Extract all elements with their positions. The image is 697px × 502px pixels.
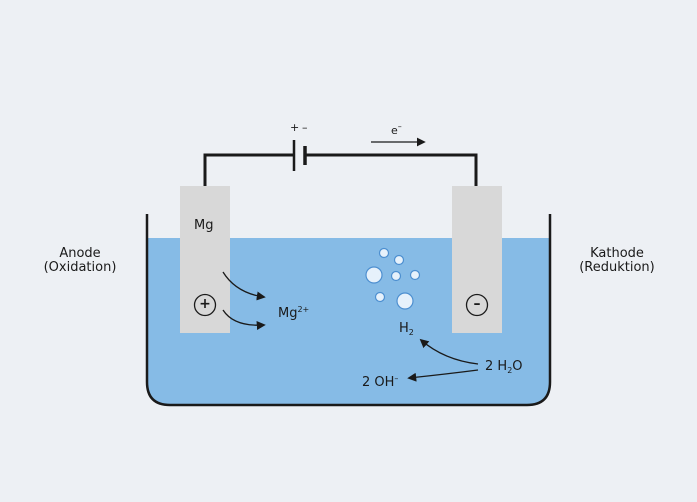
anode-label: Anode (Oxidation) <box>25 247 135 275</box>
bubble <box>393 254 405 266</box>
wire <box>203 153 478 186</box>
hydrogen-label: H2 <box>399 322 414 340</box>
water-coefficient: 2 H <box>485 359 508 374</box>
anode-title: Anode <box>59 246 101 261</box>
container <box>145 214 552 407</box>
anode-electrode <box>180 186 230 333</box>
water-to-hydroxide-arrow <box>407 369 479 382</box>
water-subscript: 2 <box>507 366 513 375</box>
hydrogen-subscript: 2 <box>408 328 414 337</box>
hydrogen-symbol: H <box>399 321 409 336</box>
cathode-minus-icon <box>465 293 489 317</box>
magnesium-ion-label: Mg2+ <box>278 303 309 321</box>
bubble <box>365 266 383 284</box>
anode-sign: + <box>199 296 211 312</box>
hydroxide-symbol: 2 OH <box>362 375 395 390</box>
bubble <box>378 247 390 259</box>
electron-symbol: e <box>391 124 398 137</box>
electrolyte <box>147 238 550 405</box>
ion-charge: 2+ <box>297 305 310 314</box>
hydroxide-label: 2 OH– <box>362 372 398 390</box>
water-to-hydrogen-arrow <box>419 338 479 365</box>
ion-symbol: Mg <box>278 306 298 321</box>
cathode-label: Kathode (Reduktion) <box>562 247 672 275</box>
cathode-sign: – <box>473 296 481 312</box>
water-label: 2 H2O <box>485 360 523 378</box>
battery-negative-label: – <box>302 121 308 134</box>
anode-process: (Oxidation) <box>43 260 117 275</box>
battery-positive-label: + <box>290 121 300 134</box>
electrode-metal-label: Mg <box>194 218 214 233</box>
ion-release-arrow-upper <box>222 271 266 301</box>
cathode-electrode <box>452 186 502 333</box>
anode-plus-icon <box>193 293 217 317</box>
water-oxygen: O <box>512 359 523 374</box>
cathode-title: Kathode <box>590 246 644 261</box>
bubble <box>409 269 421 281</box>
electron-label: e– <box>391 120 402 138</box>
cathode-process: (Reduktion) <box>579 260 655 275</box>
hydrogen-bubbles <box>365 247 421 310</box>
hydroxide-charge: – <box>394 374 399 383</box>
ion-release-arrow-lower <box>222 309 266 330</box>
bubble <box>374 291 386 303</box>
bubble <box>396 292 414 310</box>
bubble <box>390 270 402 282</box>
electron-charge: – <box>397 122 402 131</box>
